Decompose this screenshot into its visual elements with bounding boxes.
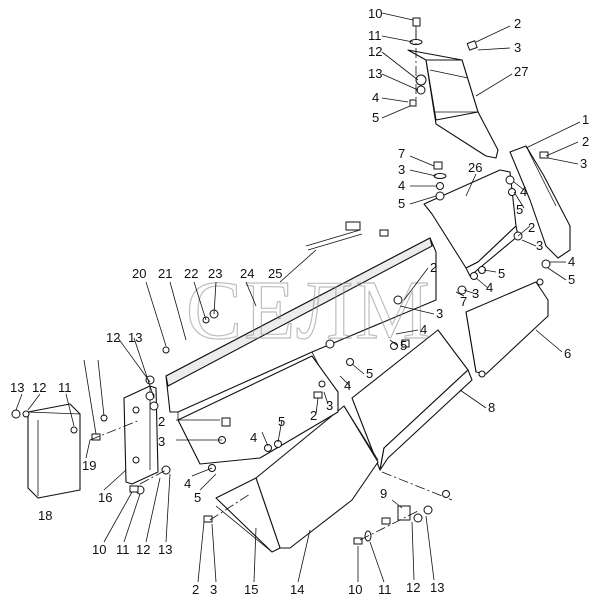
callout-15: 15 <box>244 582 258 597</box>
callout-5: 5 <box>366 366 373 381</box>
callout-14: 14 <box>290 582 304 597</box>
callout-12: 12 <box>106 330 120 345</box>
callout-3: 3 <box>580 156 587 171</box>
callout-10: 10 <box>92 542 106 557</box>
part-6-panel <box>465 278 549 378</box>
callout-11: 11 <box>378 582 392 597</box>
part-18-side-plate <box>27 403 81 499</box>
callout-3: 3 <box>398 162 405 177</box>
callout-1: 1 <box>582 112 589 127</box>
callout-11: 11 <box>368 28 382 43</box>
callout-20: 20 <box>132 266 146 281</box>
callout-7: 7 <box>398 146 405 161</box>
callout-10: 10 <box>368 6 382 21</box>
callout-16: 16 <box>98 490 112 505</box>
callout-5: 5 <box>194 490 201 505</box>
callout-3: 3 <box>514 40 521 55</box>
callout-9: 9 <box>380 486 387 501</box>
callout-13: 13 <box>430 580 444 595</box>
callout-5: 5 <box>372 110 379 125</box>
callout-13: 13 <box>158 542 172 557</box>
part-14-lower-panel <box>215 405 379 553</box>
callout-22: 22 <box>184 266 198 281</box>
callout-2: 2 <box>192 582 199 597</box>
callout-4: 4 <box>486 280 493 295</box>
callout-24: 24 <box>240 266 254 281</box>
rods-25 <box>305 221 389 251</box>
center-left-panel <box>177 355 339 472</box>
callout-4: 4 <box>420 322 427 337</box>
callout-6: 6 <box>564 346 571 361</box>
callout-5: 5 <box>498 266 505 281</box>
callout-27: 27 <box>514 64 528 79</box>
callout-5: 5 <box>400 338 407 353</box>
callout-18: 18 <box>38 508 52 523</box>
callout-26: 26 <box>468 160 482 175</box>
callout-2: 2 <box>582 134 589 149</box>
leader-lines <box>15 12 581 583</box>
callout-labels: 10 11 12 13 4 5 2 3 27 1 2 3 7 3 4 5 26 … <box>10 6 589 597</box>
callout-21: 21 <box>158 266 172 281</box>
callout-3: 3 <box>472 286 479 301</box>
callout-10: 10 <box>348 582 362 597</box>
callout-12: 12 <box>368 44 382 59</box>
part-27-bracket <box>407 49 499 159</box>
callout-5: 5 <box>516 202 523 217</box>
callout-4: 4 <box>520 184 527 199</box>
part-26-panel <box>423 169 523 277</box>
callout-2: 2 <box>514 16 521 31</box>
callout-13: 13 <box>368 66 382 81</box>
fasteners-top <box>409 17 478 107</box>
watermark-text: СЕЛМ <box>186 264 432 357</box>
main-upper-panel <box>165 237 437 420</box>
callout-3: 3 <box>536 238 543 253</box>
part-16-bracket <box>123 385 159 485</box>
callout-5: 5 <box>278 414 285 429</box>
bolts-misc <box>11 151 551 545</box>
callout-4: 4 <box>398 178 405 193</box>
callout-13: 13 <box>10 380 24 395</box>
callout-25: 25 <box>268 266 282 281</box>
callout-11: 11 <box>116 542 130 557</box>
callout-12: 12 <box>136 542 150 557</box>
callout-3: 3 <box>210 582 217 597</box>
callout-3: 3 <box>158 434 165 449</box>
callout-19: 19 <box>82 458 96 473</box>
callout-3: 3 <box>436 306 443 321</box>
callout-7: 7 <box>460 294 467 309</box>
callout-4: 4 <box>568 254 575 269</box>
callout-3: 3 <box>326 398 333 413</box>
callout-5: 5 <box>398 196 405 211</box>
callout-4: 4 <box>344 378 351 393</box>
callout-23: 23 <box>208 266 222 281</box>
callout-5: 5 <box>568 272 575 287</box>
callout-2: 2 <box>528 220 535 235</box>
part-1-side-cover <box>509 145 571 259</box>
callout-11: 11 <box>58 380 72 395</box>
callout-2: 2 <box>310 408 317 423</box>
callout-2: 2 <box>158 414 165 429</box>
callout-4: 4 <box>372 90 379 105</box>
callout-12: 12 <box>406 580 420 595</box>
callout-4: 4 <box>250 430 257 445</box>
callout-13: 13 <box>128 330 142 345</box>
assembly-axes <box>89 30 453 541</box>
callout-2: 2 <box>430 260 437 275</box>
callout-12: 12 <box>32 380 46 395</box>
callout-4: 4 <box>184 476 191 491</box>
callout-8: 8 <box>488 400 495 415</box>
